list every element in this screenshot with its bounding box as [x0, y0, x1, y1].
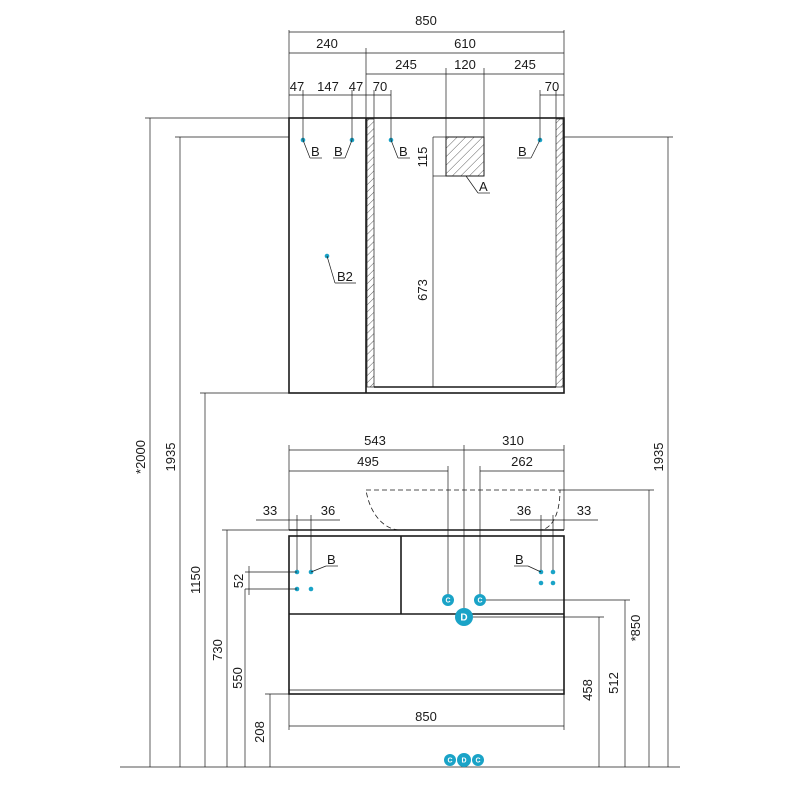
dim-120: 120 [454, 57, 476, 72]
dim-245-a: 245 [395, 57, 417, 72]
dim-70-right: 70 [545, 79, 559, 94]
floor-marker-c-right [472, 754, 484, 766]
leader-b2 [326, 255, 336, 284]
vanity-point-right-3 [538, 580, 544, 586]
dim-33-left: 33 [263, 503, 277, 518]
marker-c-right [474, 594, 486, 606]
basin-outline [365, 489, 561, 531]
mirror-right-hatch-panel [555, 118, 564, 388]
vanity-leader-b-right [527, 565, 542, 573]
marker-d-label: D [460, 613, 467, 624]
marker-c-left-label: C [445, 598, 450, 605]
marker-d [455, 608, 473, 626]
label-b2: B2 [337, 269, 353, 284]
dim-33-right: 33 [577, 503, 591, 518]
label-b-2: B [334, 144, 343, 159]
dim-850-bottom: 850 [415, 709, 437, 724]
mirror-top-dimensions: 850 240 610 245 120 245 47 147 47 70 70 … [288, 13, 565, 301]
vanity-point-right-4 [550, 580, 556, 586]
dim-495: 495 [357, 454, 379, 469]
floor-marker-c-left [444, 754, 456, 766]
dim-208: 208 [252, 721, 267, 743]
dim-1150: 1150 [188, 566, 203, 594]
mirror-left-hatch-panel [366, 118, 375, 388]
dim-245-c: 245 [514, 57, 536, 72]
leader-b-3 [390, 139, 399, 159]
dim-70-left: 70 [373, 79, 387, 94]
dim-52: 52 [231, 574, 246, 588]
dim-310: 310 [502, 433, 524, 448]
floor-marker-d-label: D [461, 758, 466, 765]
dim-262: 262 [511, 454, 533, 469]
dim-543: 543 [364, 433, 386, 448]
dim-673: 673 [415, 279, 430, 301]
dim-36-left: 36 [321, 503, 335, 518]
marker-c-left [442, 594, 454, 606]
floor-marker-d [457, 753, 471, 767]
vanity-label-b-right: B [515, 552, 524, 567]
dim-458: 458 [580, 679, 595, 701]
vanity-top-dimensions: 543 310 495 262 33 36 36 33 52 850 [231, 433, 598, 730]
dim-2000: *2000 [133, 440, 148, 474]
vanity-body [288, 535, 565, 695]
label-b-3: B [399, 144, 408, 159]
dim-1935-left: 1935 [163, 443, 178, 472]
dim-550: 550 [230, 667, 245, 689]
leader-b-2 [344, 139, 353, 159]
dim-1935-right: 1935 [651, 443, 666, 472]
dim-610: 610 [454, 36, 476, 51]
floor-marker-c-left-label: C [447, 758, 452, 765]
height-dimensions: *2000 1935 1150 730 550 208 1935 *850 51… [133, 117, 673, 767]
leader-b-1 [302, 139, 311, 159]
vanity-point-right-2 [550, 569, 556, 575]
vanity-leader-b-left [310, 565, 327, 573]
label-a: A [479, 179, 488, 194]
dim-512: 512 [606, 672, 621, 694]
dim-850-top: 850 [415, 13, 437, 28]
dim-850-height: *850 [628, 615, 643, 642]
dim-47-a: 47 [290, 79, 304, 94]
dim-115: 115 [415, 147, 430, 168]
dim-240: 240 [316, 36, 338, 51]
floor-marker-c-right-label: C [475, 758, 480, 765]
light-box-a [445, 136, 485, 177]
mirror-cabinet: A B B B B B2 [288, 117, 565, 394]
label-b-4: B [518, 144, 527, 159]
dim-47-b: 47 [349, 79, 363, 94]
floor-markers: C D C [444, 753, 484, 767]
mirror-cabinet-body [288, 117, 565, 394]
label-a-leader [465, 175, 479, 194]
leader-b-4 [530, 139, 541, 159]
dim-730: 730 [210, 639, 225, 661]
vanity-cabinet: B B C C D [288, 489, 565, 695]
dim-36-right: 36 [517, 503, 531, 518]
dim-147: 147 [317, 79, 339, 94]
vanity-label-b-left: B [327, 552, 336, 567]
vanity-point-left-4 [308, 586, 314, 592]
marker-c-right-label: C [477, 598, 482, 605]
label-b-1: B [311, 144, 320, 159]
